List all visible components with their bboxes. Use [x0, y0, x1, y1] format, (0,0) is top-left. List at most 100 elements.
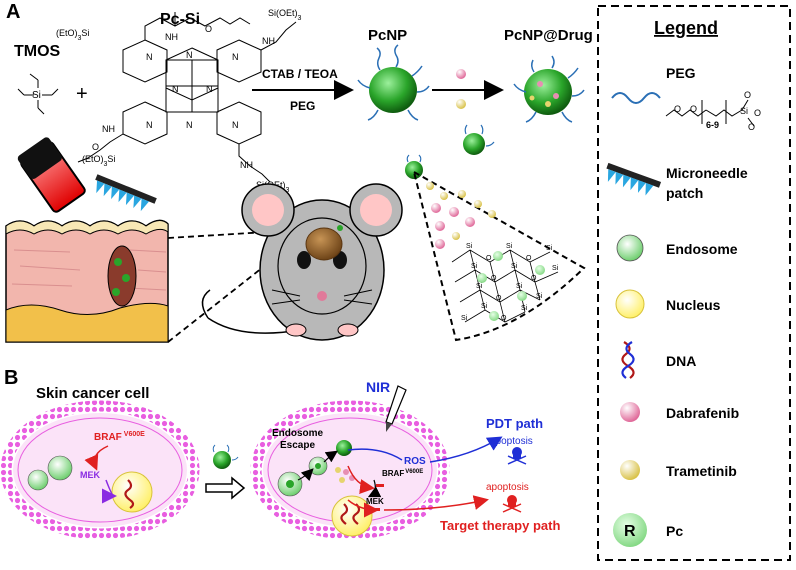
- svg-text:O: O: [205, 24, 212, 34]
- skin-section: [5, 219, 169, 343]
- peg-legend-icon: [611, 92, 661, 104]
- svg-text:Si: Si: [552, 265, 559, 272]
- drug-cloud: [426, 182, 496, 249]
- svg-text:Si: Si: [536, 293, 543, 300]
- svg-text:O: O: [491, 275, 497, 282]
- braf-label-2: BRAFV600E: [382, 469, 423, 478]
- pdt-apoptosis-label: apoptosis: [490, 436, 533, 447]
- nucleus-legend-icon: [615, 289, 645, 319]
- pcsi-structure: [77, 12, 297, 183]
- trametinib-particle: [456, 99, 466, 109]
- legend-trametinib: Trametinib: [666, 463, 737, 479]
- legend-dna: DNA: [666, 353, 696, 369]
- peg-o3: O: [744, 90, 751, 100]
- svg-text:Si: Si: [471, 263, 478, 270]
- ros-label: ROS: [404, 456, 426, 467]
- svg-text:N: N: [146, 52, 153, 62]
- legend-nucleus: Nucleus: [666, 297, 721, 313]
- pcnp-label: PcNP: [368, 27, 407, 44]
- endosome-legend-icon: [616, 234, 644, 262]
- skin-cancer-cell-title: Skin cancer cell: [36, 385, 149, 402]
- dna-legend-icon: [621, 341, 635, 379]
- legend-box: [597, 5, 791, 561]
- svg-text:Si: Si: [476, 283, 483, 290]
- svg-text:O: O: [486, 255, 492, 262]
- svg-text:N: N: [206, 84, 213, 94]
- peg-si: Si: [740, 106, 748, 116]
- legend-microneedle-1: Microneedle: [666, 165, 748, 181]
- nir-pen-icon: [385, 385, 407, 432]
- microneedle-patch: [95, 174, 157, 212]
- svg-text:Si: Si: [461, 315, 468, 322]
- pc-legend-icon: [613, 513, 647, 547]
- cell-treated: [250, 400, 450, 540]
- pcnp-particle: [357, 44, 430, 121]
- laser-pointer: [17, 137, 86, 213]
- pcnp-drug-particle: [513, 55, 585, 123]
- panel-b-label: B: [4, 367, 18, 389]
- svg-text:(EtO)3Si: (EtO)3Si: [82, 154, 115, 168]
- endosome-escape-line1: Endosome: [272, 428, 324, 439]
- svg-text:Si: Si: [481, 303, 488, 310]
- panel-a-label: A: [6, 1, 20, 23]
- legend-microneedle-2: patch: [666, 185, 703, 201]
- legend-pc: Pc: [666, 523, 683, 539]
- peg-o5: O: [748, 122, 755, 132]
- target-therapy-path-label: Target therapy path: [440, 518, 560, 533]
- target-apoptosis-label: apoptosis: [486, 482, 529, 493]
- mek-label-1: MEK: [80, 470, 101, 480]
- peg-formula: [665, 99, 755, 127]
- trametinib-legend-icon: [620, 460, 640, 480]
- pcsi-text: (EtO)3Si NH Si(OEt)3 NH NH (EtO)3Si NH S…: [56, 8, 302, 194]
- pcnp-drug-label: PcNP@Drug: [504, 27, 593, 44]
- transition-arrow: [205, 476, 246, 500]
- dabrafenib-legend-icon: [620, 402, 640, 422]
- cell-untreated: [0, 400, 200, 540]
- svg-text:NH: NH: [102, 124, 115, 134]
- svg-text:N: N: [186, 120, 193, 130]
- plus-sign: +: [76, 83, 88, 105]
- svg-text:N: N: [232, 120, 239, 130]
- mek-label-2: MEK: [366, 497, 384, 506]
- tmos-label: TMOS: [14, 43, 61, 60]
- svg-text:Si: Si: [521, 305, 528, 312]
- pcsi-label: Pc-Si: [160, 11, 200, 28]
- svg-text:O: O: [531, 275, 537, 282]
- svg-text:Si(OEt)3: Si(OEt)3: [268, 8, 302, 22]
- peg-o2: O: [690, 104, 697, 114]
- svg-text:Si: Si: [511, 263, 518, 270]
- pdt-arrow: [429, 436, 503, 463]
- dabrafenib-particle: [456, 69, 466, 79]
- svg-text:N: N: [186, 50, 193, 60]
- svg-text:N: N: [232, 52, 239, 62]
- svg-text:NH: NH: [240, 160, 253, 170]
- tmos-structure: [17, 73, 59, 115]
- svg-text:(EtO)3Si: (EtO)3Si: [56, 28, 89, 42]
- ros-arrow: [347, 448, 403, 461]
- legend-endosome: Endosome: [666, 241, 738, 257]
- svg-text:O: O: [92, 142, 99, 152]
- mouse-illustration: [201, 183, 403, 341]
- svg-text:Si: Si: [516, 283, 523, 290]
- skull-icon-red: [502, 495, 522, 513]
- svg-text:NH: NH: [262, 36, 275, 46]
- target-arrow: [383, 495, 489, 511]
- svg-text:Si: Si: [466, 243, 473, 250]
- peg-o1: O: [674, 104, 681, 114]
- nir-label: NIR: [366, 379, 390, 395]
- silica-network: [451, 249, 559, 323]
- peg-repeat: 6-9: [706, 120, 719, 130]
- pdt-path-label: PDT path: [486, 416, 543, 431]
- svg-text:O: O: [526, 255, 532, 262]
- svg-text:N: N: [146, 120, 153, 130]
- legend-dabrafenib: Dabrafenib: [666, 405, 739, 421]
- svg-text:O: O: [496, 295, 502, 302]
- nh-1: NH: [165, 32, 178, 42]
- legend-peg: PEG: [666, 65, 696, 81]
- legend-title: Legend: [654, 18, 718, 38]
- pc-markers: [477, 251, 545, 321]
- skull-icon-blue: [507, 447, 527, 465]
